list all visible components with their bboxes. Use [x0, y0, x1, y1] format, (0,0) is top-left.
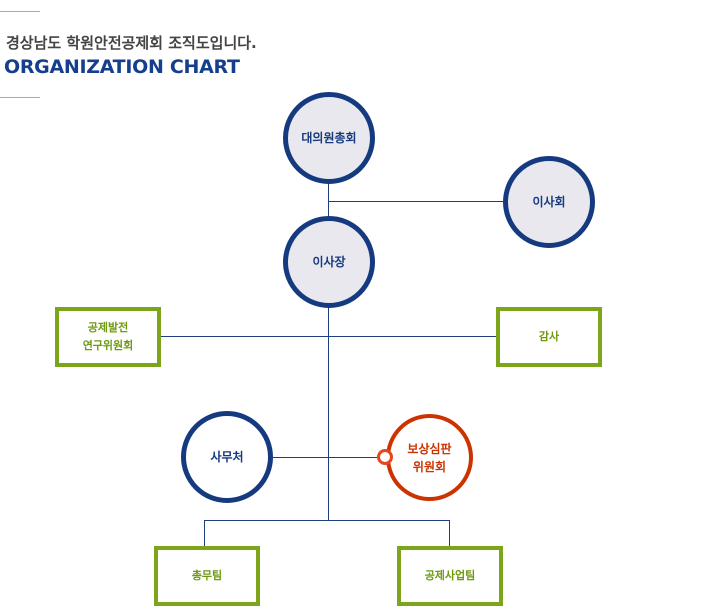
- node-label: 연구위원회: [82, 339, 134, 352]
- node-audit: 감사: [496, 307, 602, 367]
- connector-line: [270, 457, 380, 458]
- connector-dot-icon: [377, 449, 393, 465]
- connector-line: [328, 180, 329, 220]
- node-label: 공제사업팀: [424, 569, 476, 582]
- connector-line: [160, 336, 498, 337]
- node-label: 이사회: [532, 195, 566, 209]
- node-label: 위원회: [412, 459, 447, 474]
- node-label: 사무처: [210, 450, 244, 464]
- node-label: 총무팀: [191, 569, 223, 582]
- node-board: 이사회: [503, 156, 595, 248]
- page-title: 경상남도 학원안전공제회 조직도입니다.: [6, 34, 257, 52]
- node-secretariat: 사무처: [181, 411, 273, 503]
- connector-line: [204, 520, 205, 548]
- connector-line: [328, 201, 506, 202]
- node-label: 감사: [538, 330, 560, 343]
- node-label: 공제발전: [87, 321, 129, 334]
- page-subtitle: ORGANIZATION CHART: [4, 56, 240, 78]
- divider-bottom: [0, 97, 40, 98]
- node-assembly: 대의원총회: [283, 92, 375, 184]
- node-general-team: 총무팀: [154, 546, 260, 606]
- divider-top: [0, 11, 40, 12]
- connector-line: [204, 520, 449, 521]
- node-label: 보상심판: [407, 441, 452, 456]
- node-chairman: 이사장: [283, 216, 375, 308]
- node-label: 대의원총회: [301, 131, 357, 145]
- connector-line: [449, 520, 450, 548]
- node-business-team: 공제사업팀: [397, 546, 503, 606]
- connector-line: [328, 305, 329, 520]
- node-label: 이사장: [312, 255, 346, 269]
